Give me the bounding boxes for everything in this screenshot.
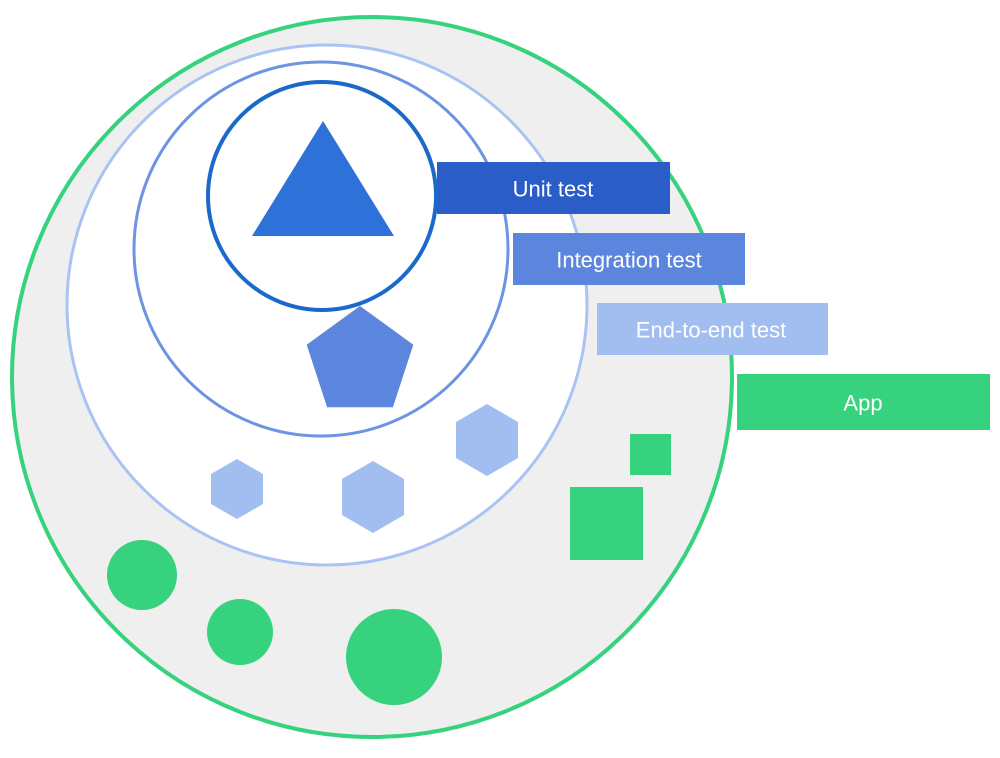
hexagon-icon — [456, 404, 518, 476]
unit-test-label-group: Unit test — [437, 162, 670, 214]
app-label-group: App — [737, 374, 990, 430]
integration-test-label-bar — [513, 233, 745, 285]
hexagon-icon — [211, 459, 263, 519]
unit-test-label: Unit test — [513, 177, 594, 202]
app-label-bar — [737, 374, 990, 430]
square-icon — [570, 487, 643, 560]
circle-icon — [107, 540, 177, 610]
circle-icon — [207, 599, 273, 665]
app-label: App — [843, 391, 882, 416]
unit-test-ring — [206, 80, 438, 312]
end-to-end-test-label-group: End-to-end test — [597, 303, 828, 355]
end-to-end-test-label-bar — [597, 303, 828, 355]
pentagon-icon — [306, 306, 414, 408]
triangle-icon — [252, 121, 394, 236]
hexagon-icon — [342, 461, 404, 533]
integration-test-label: Integration test — [556, 248, 702, 273]
integration-test-ring — [132, 60, 510, 438]
circle-icon — [346, 609, 442, 705]
integration-test-label-group: Integration test — [513, 233, 745, 285]
square-icon — [630, 434, 671, 475]
end-to-end-test-label: End-to-end test — [636, 318, 786, 343]
end-to-end-test-ring — [65, 43, 589, 567]
unit-test-label-bar — [437, 162, 670, 214]
